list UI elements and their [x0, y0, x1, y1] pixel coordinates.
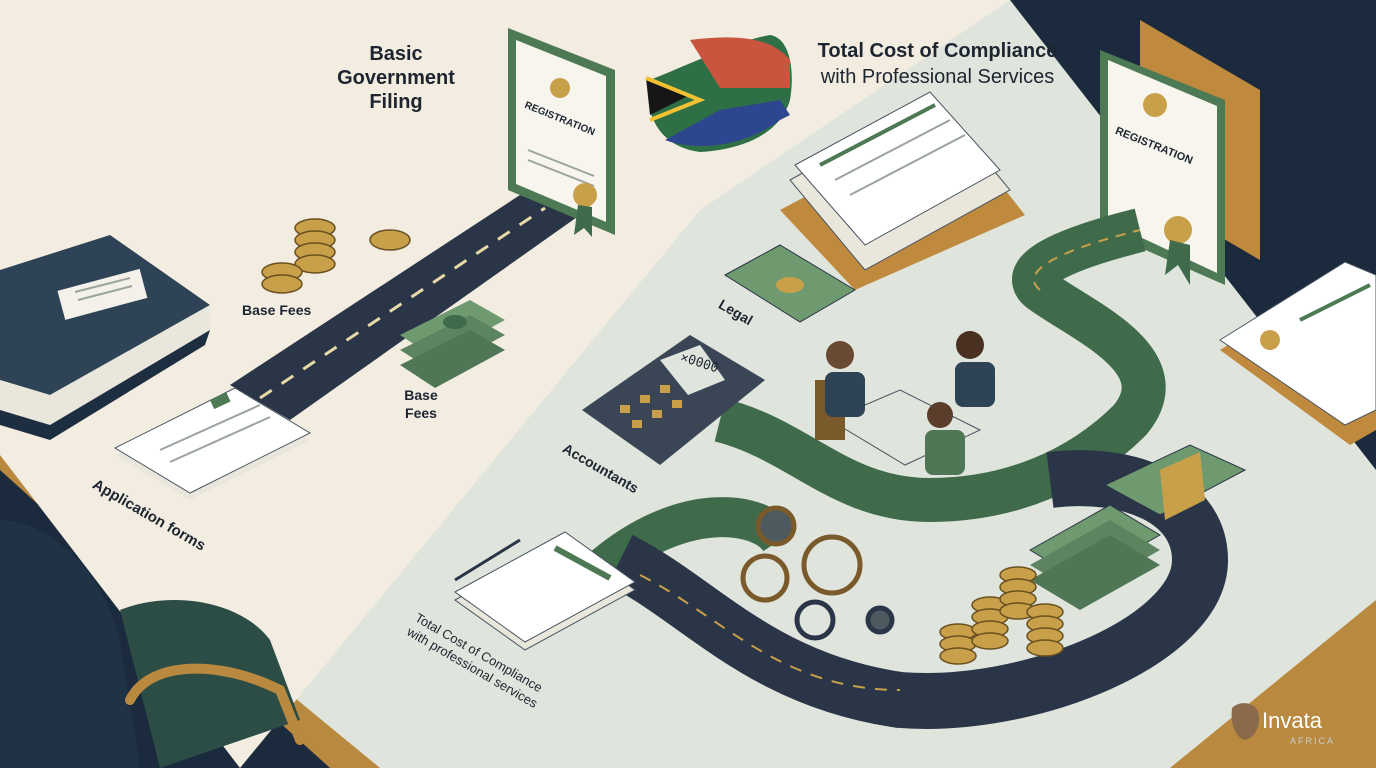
brand-sub: AFRICA — [1290, 736, 1336, 746]
basic-filing-road — [230, 195, 580, 420]
total-cost-line2: with Professional Services — [820, 66, 1055, 88]
meeting-table — [815, 331, 995, 475]
calculator — [582, 335, 765, 465]
document-stack-right — [1219, 261, 1376, 445]
brand-name: Invata — [1262, 708, 1322, 733]
basic-filing-line3: Filing — [369, 91, 423, 113]
base-fees-coins-label: Base Fees — [242, 302, 312, 318]
signed-documents — [454, 531, 636, 651]
coin-stacks-right — [939, 566, 1064, 665]
basic-filing-title: Basic Government Filing — [332, 42, 460, 114]
base-fees-notes-line1: Base — [404, 387, 438, 403]
basic-filing-line2: Government — [337, 67, 455, 89]
coin-stacks-left — [261, 218, 411, 294]
south-africa-map-flag — [645, 35, 792, 152]
total-cost-title: Total Cost of Compliance with Profession… — [805, 38, 1070, 90]
certificate-left — [508, 28, 615, 237]
document-stack-folder — [780, 91, 1025, 290]
total-cost-line1: Total Cost of Compliance — [817, 40, 1058, 62]
invata-logo-mark — [1231, 703, 1260, 740]
gears-and-clocks — [740, 505, 895, 641]
chair — [0, 520, 305, 768]
binder-folder — [0, 235, 210, 440]
application-forms-stack — [113, 387, 312, 500]
basic-filing-line1: Basic — [369, 43, 423, 65]
cash-stack-left — [400, 300, 505, 388]
cash-stack-right — [1029, 444, 1247, 610]
base-fees-notes-label: Base Fees — [398, 386, 444, 422]
desk-left-area — [0, 0, 1010, 768]
base-fees-notes-line2: Fees — [405, 405, 437, 421]
legal-cash — [724, 244, 856, 323]
